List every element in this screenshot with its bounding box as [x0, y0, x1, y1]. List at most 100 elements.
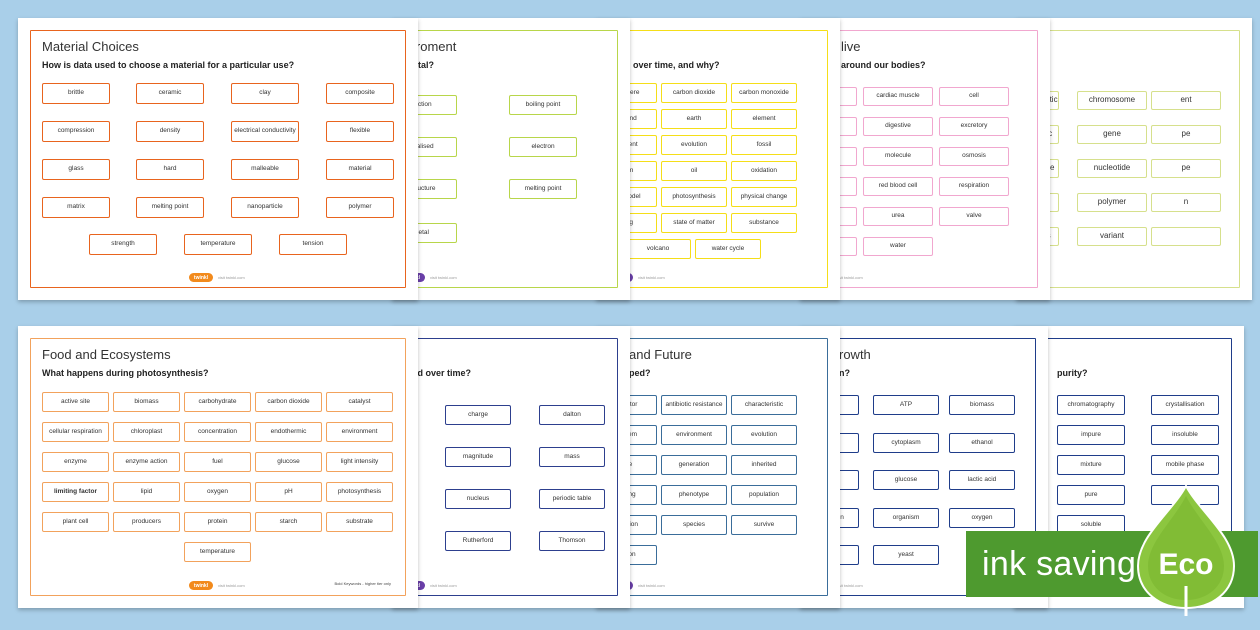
- word-card: compression: [42, 121, 110, 142]
- word-card: evolution: [661, 135, 727, 155]
- word-card: ethanol: [949, 433, 1015, 453]
- word-card: inherited: [731, 455, 797, 475]
- word-card: malleable: [231, 159, 299, 180]
- card-question: ped?: [629, 368, 651, 378]
- word-card: polymer: [326, 197, 394, 218]
- word-card: evolution: [731, 425, 797, 445]
- word-card: organism: [873, 508, 939, 528]
- word-card: respiration: [939, 177, 1009, 196]
- word-card: cell: [939, 87, 1009, 106]
- card-question: What happens during photosynthesis?: [42, 368, 209, 378]
- card-environment: iroment etal? traction boiling point loc…: [392, 18, 630, 300]
- eco-leaf-icon: Eco: [1136, 483, 1236, 616]
- word-card: glucose: [255, 452, 322, 472]
- twinkl-logo: twinkl: [189, 273, 213, 282]
- word-card: substance: [731, 213, 797, 233]
- word-card: catalyst: [326, 392, 393, 412]
- word-card: carbon monoxide: [731, 83, 797, 103]
- word-card: digestive: [863, 117, 933, 136]
- word-card: characteristic: [731, 395, 797, 415]
- word-card: carbon dioxide: [255, 392, 322, 412]
- word-card: charge: [445, 405, 511, 425]
- word-card: plant cell: [42, 512, 109, 532]
- word-card: brittle: [42, 83, 110, 104]
- word-card: antibiotic resistance: [661, 395, 727, 415]
- card-question: ped over time?: [407, 368, 472, 378]
- word-card: pe: [1151, 125, 1221, 144]
- word-card: enzyme action: [113, 452, 180, 472]
- word-card: chromosome: [1077, 91, 1147, 110]
- word-card: strength: [89, 234, 157, 255]
- card-atmosphere: d over time, and why? mosphere carbon di…: [596, 18, 840, 300]
- word-card: Thomson: [539, 531, 605, 551]
- word-card: valve: [939, 207, 1009, 226]
- word-card: density: [136, 121, 204, 142]
- word-card: biomass: [113, 392, 180, 412]
- word-card: mixture: [1057, 455, 1125, 475]
- word-card: oxygen: [184, 482, 251, 502]
- word-card: carbon dioxide: [661, 83, 727, 103]
- word-card: fossil: [731, 135, 797, 155]
- footer-url: visit twinkl.com: [638, 275, 665, 280]
- footer-url: visit twinkl.com: [218, 583, 245, 588]
- word-card: temperature: [184, 542, 251, 562]
- card-question: How is data used to choose a material fo…: [42, 60, 295, 70]
- word-card: ceramic: [136, 83, 204, 104]
- word-card: composite: [326, 83, 394, 104]
- footer-url: visit twinkl.com: [836, 275, 863, 280]
- word-card: photosynthesis: [326, 482, 393, 502]
- word-card: element: [731, 109, 797, 129]
- card-atomic-model: ped over time? charge dalton magnitude m…: [392, 326, 630, 608]
- word-card: nucleus: [445, 489, 511, 509]
- card-title: iroment: [413, 39, 457, 54]
- word-card: survive: [731, 515, 797, 535]
- word-card: endothermic: [255, 422, 322, 442]
- word-card: substrate: [326, 512, 393, 532]
- word-card: flexible: [326, 121, 394, 142]
- card-title: rowth: [839, 347, 871, 362]
- word-card: electrical conductivity: [231, 121, 299, 142]
- footer: twinkl visit twinkl.com: [189, 581, 245, 590]
- card-question: around our bodies?: [841, 60, 926, 70]
- word-card: nanoparticle: [231, 197, 299, 218]
- card-title: live: [841, 39, 861, 54]
- twinkl-logo: twinkl: [189, 581, 213, 590]
- word-card: Rutherford: [445, 531, 511, 551]
- word-card: crystallisation: [1151, 395, 1219, 415]
- word-card: excretory: [939, 117, 1009, 136]
- word-card: light intensity: [326, 452, 393, 472]
- footer-url: visit twinkl.com: [638, 583, 665, 588]
- word-card: red blood cell: [863, 177, 933, 196]
- word-card: enzyme: [42, 452, 109, 472]
- word-card: pH: [255, 482, 322, 502]
- word-card: tension: [279, 234, 347, 255]
- word-card: active site: [42, 392, 109, 412]
- bold-keywords-note: Bold Keywords - higher tier only: [334, 581, 391, 586]
- word-card: phenotype: [661, 485, 727, 505]
- word-card: volcano: [625, 239, 691, 259]
- word-card: water cycle: [695, 239, 761, 259]
- word-card: boiling point: [509, 95, 577, 115]
- word-card: cytoplasm: [873, 433, 939, 453]
- word-card: earth: [661, 109, 727, 129]
- word-card: producers: [113, 512, 180, 532]
- word-card: metal: [405, 223, 457, 243]
- word-card: localised: [405, 137, 457, 157]
- word-card: carbohydrate: [184, 392, 251, 412]
- ink-saving-text: ink saving: [982, 544, 1137, 583]
- word-card: environment: [326, 422, 393, 442]
- word-card: species: [661, 515, 727, 535]
- word-card: oxygen: [949, 508, 1015, 528]
- word-card: polymer: [1077, 193, 1147, 212]
- footer-url: visit twinkl.com: [836, 583, 863, 588]
- card-title: and Future: [629, 347, 692, 362]
- word-card: lactic acid: [949, 470, 1015, 490]
- word-card: state of matter: [661, 213, 727, 233]
- word-card: impure: [1057, 425, 1125, 445]
- word-card: pure: [1057, 485, 1125, 505]
- word-card: ent: [1151, 91, 1221, 110]
- card-question: purity?: [1057, 368, 1088, 378]
- word-card: mass: [539, 447, 605, 467]
- word-card: variant: [1077, 227, 1147, 246]
- word-card: generation: [661, 455, 727, 475]
